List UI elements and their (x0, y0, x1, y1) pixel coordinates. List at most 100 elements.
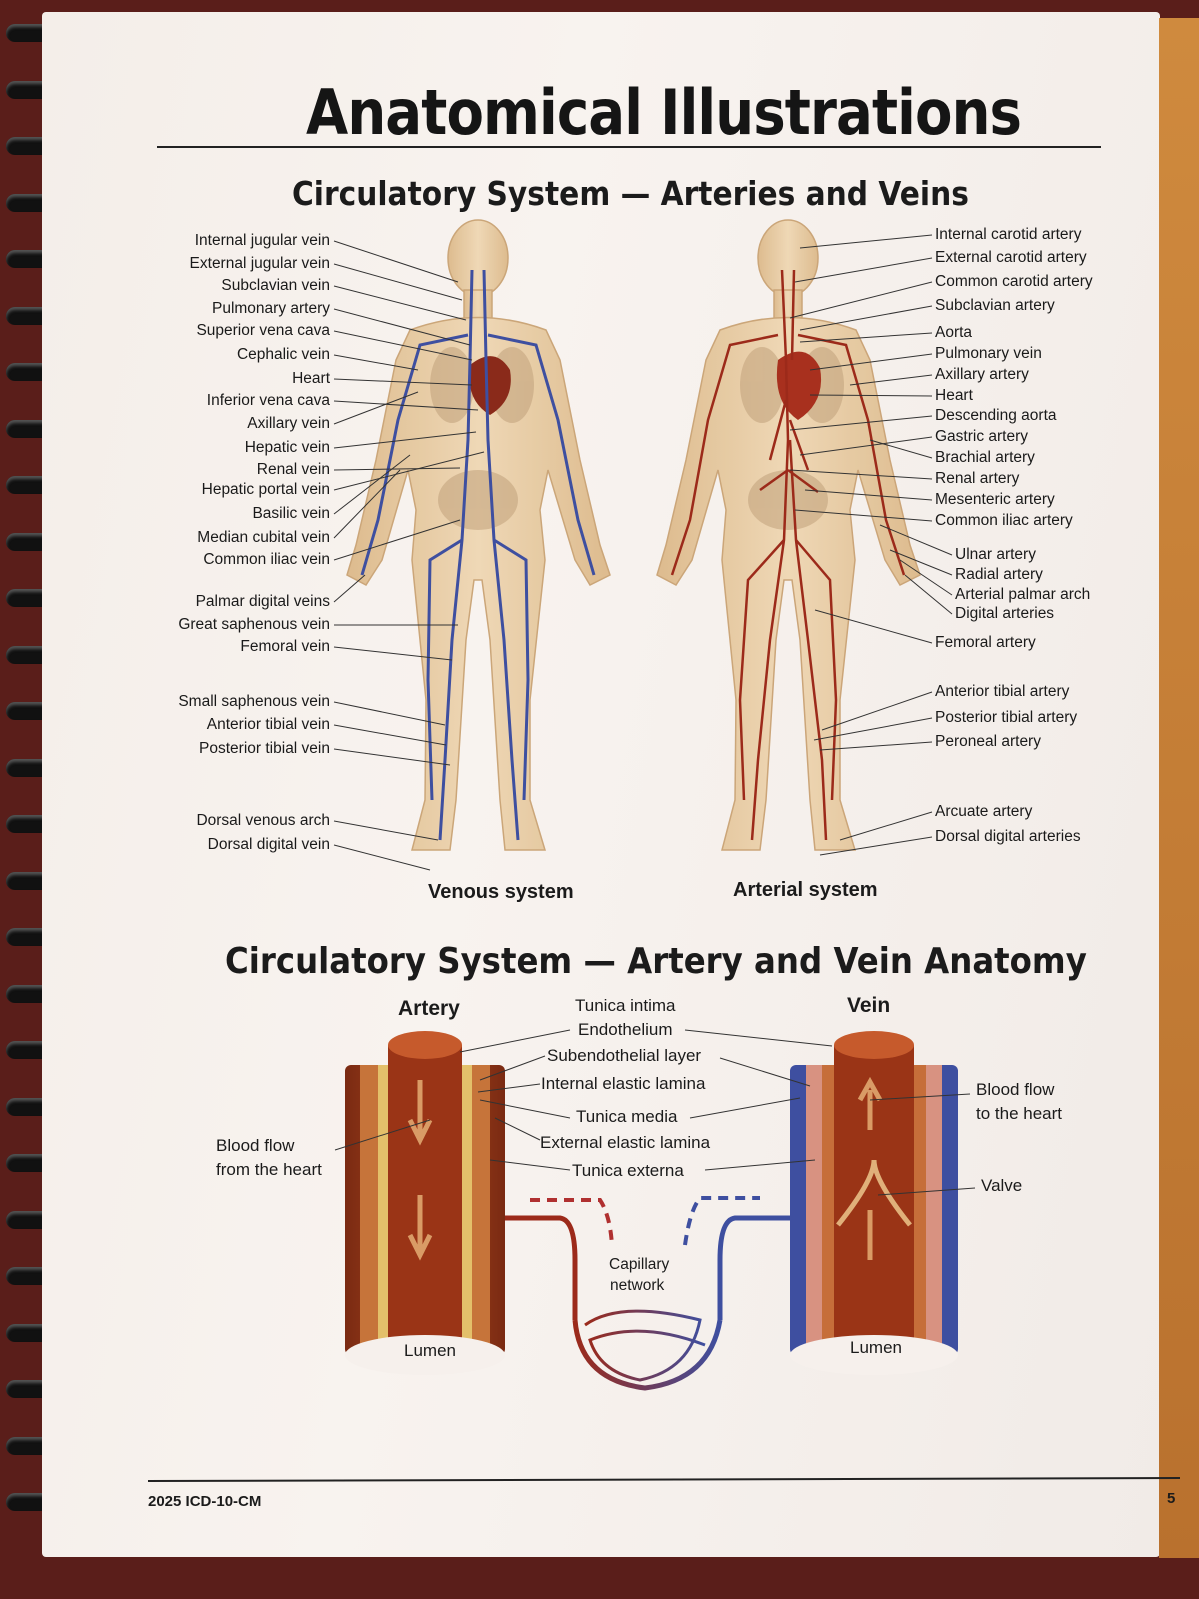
artery-label-dorsal-digital-arteries: Dorsal digital arteries (935, 828, 1081, 845)
leader-line (869, 439, 933, 459)
leader-line (333, 467, 461, 471)
vein-label-palmar-digital-veins: Palmar digital veins (195, 593, 330, 610)
leader-line (794, 257, 933, 283)
leader-line (799, 436, 933, 456)
page-edge-tab (1159, 18, 1199, 1558)
arterial-system-caption: Arterial system (733, 879, 878, 901)
artery-label-renal-artery: Renal artery (935, 470, 1020, 487)
artery-label-subclavian-artery: Subclavian artery (935, 297, 1055, 314)
leader-line (849, 374, 933, 386)
artery-network (670, 269, 906, 841)
anatomy-leader-lines (334, 1029, 976, 1196)
artery-label-external-carotid-artery: External carotid artery (935, 249, 1087, 266)
artery-label-common-carotid-artery: Common carotid artery (935, 273, 1093, 290)
leader-line (704, 1159, 816, 1171)
artery-label-gastric-artery: Gastric artery (935, 428, 1029, 445)
leader-line (869, 1093, 971, 1101)
leader-line (899, 559, 953, 596)
footer-book-title: 2025 ICD-10-CM (148, 1493, 262, 1510)
leader-line (877, 1187, 976, 1196)
venous-body-figure (346, 219, 611, 851)
label-internal-elastic-lamina: Internal elastic lamina (541, 1074, 706, 1093)
arterial-leader-lines (789, 234, 953, 856)
artery-label-pulmonary-vein: Pulmonary vein (935, 345, 1042, 362)
artery-label-anterior-tibial-artery: Anterior tibial artery (935, 683, 1070, 700)
label-external-elastic-lamina: External elastic lamina (540, 1133, 711, 1152)
artery-label-femoral-artery: Femoral artery (935, 634, 1036, 651)
leader-line (333, 285, 467, 321)
vein-label-inferior-vena-cava: Inferior vena cava (206, 392, 330, 409)
arterial-body-figure (656, 219, 921, 851)
leader-line (333, 748, 451, 766)
leader-line (494, 1117, 541, 1141)
leader-line (839, 811, 933, 841)
vein-label-posterior-tibial-vein: Posterior tibial vein (199, 740, 330, 757)
label-blood-from-heart-1: Blood flow (216, 1136, 295, 1155)
vein-label-basilic-vein: Basilic vein (252, 505, 330, 522)
footer-page-number: 5 (1167, 1490, 1176, 1507)
leader-line (333, 451, 485, 491)
leader-line (459, 1029, 571, 1053)
artery-label-posterior-tibial-artery: Posterior tibial artery (935, 709, 1078, 726)
label-subendothelial-layer: Subendothelial layer (547, 1046, 702, 1065)
label-valve: Valve (981, 1176, 1023, 1195)
label-lumen-artery: Lumen (404, 1341, 456, 1360)
leader-line (333, 519, 461, 561)
leader-line (333, 391, 419, 425)
flow-arrows (530, 1196, 760, 1246)
capillary-network (505, 1215, 790, 1391)
artery-label-peroneal-artery: Peroneal artery (935, 733, 1041, 750)
vein-label-hepatic-portal-vein: Hepatic portal vein (201, 481, 330, 498)
venous-leader-lines (333, 240, 485, 871)
leader-line (904, 574, 953, 615)
vein-label-pulmonary-artery: Pulmonary artery (211, 300, 330, 317)
leader-line (333, 308, 471, 346)
venous-system-caption: Venous system (428, 881, 574, 903)
vein-label-cephalic-vein: Cephalic vein (236, 346, 330, 363)
leader-line (333, 469, 401, 539)
leader-line (819, 741, 933, 751)
artery-label-heart: Heart (935, 387, 973, 404)
leader-line (479, 1099, 571, 1119)
vein-network (360, 269, 596, 841)
leader-line (333, 431, 477, 449)
leader-line (799, 234, 933, 249)
label-capillary-1: Capillary (609, 1256, 670, 1273)
leader-line (809, 353, 933, 371)
artery-label-aorta: Aorta (935, 324, 973, 341)
leader-line (789, 281, 933, 319)
leader-line (889, 549, 953, 576)
leader-line (333, 400, 479, 411)
vein-heading: Vein (847, 994, 891, 1017)
leader-line (489, 1159, 571, 1171)
title-rule (157, 146, 1101, 148)
vein-label-axillary-vein: Axillary vein (247, 415, 330, 432)
artery-label-internal-carotid-artery: Internal carotid artery (935, 226, 1082, 243)
leader-line (879, 524, 953, 556)
label-lumen-vein: Lumen (850, 1338, 902, 1357)
vein-label-dorsal-venous-arch: Dorsal venous arch (196, 812, 330, 829)
leader-line (789, 469, 933, 480)
label-capillary-2: network (610, 1277, 665, 1294)
leader-line (333, 240, 459, 283)
leader-line (813, 717, 933, 741)
leader-line (333, 263, 463, 301)
label-tunica-media: Tunica media (576, 1107, 678, 1126)
leader-line (333, 454, 411, 515)
leader-line (334, 1119, 431, 1151)
leader-line (689, 1097, 801, 1119)
vein-label-dorsal-digital-vein: Dorsal digital vein (207, 836, 330, 853)
artery-label-ulnar-artery: Ulnar artery (955, 546, 1036, 563)
leader-line (333, 378, 473, 386)
venous-heart (469, 356, 511, 415)
artery-label-arcuate-artery: Arcuate artery (935, 803, 1033, 820)
leader-line (799, 332, 933, 343)
vein-label-internal-jugular-vein: Internal jugular vein (194, 232, 330, 249)
leader-line (479, 1055, 546, 1081)
vein-label-hepatic-vein: Hepatic vein (244, 439, 330, 456)
leader-line (819, 836, 933, 856)
label-tunica-intima: Tunica intima (575, 996, 676, 1015)
page-title: Anatomical Illustrations (306, 76, 1022, 149)
label-blood-to-heart-2: to the heart (976, 1104, 1063, 1123)
